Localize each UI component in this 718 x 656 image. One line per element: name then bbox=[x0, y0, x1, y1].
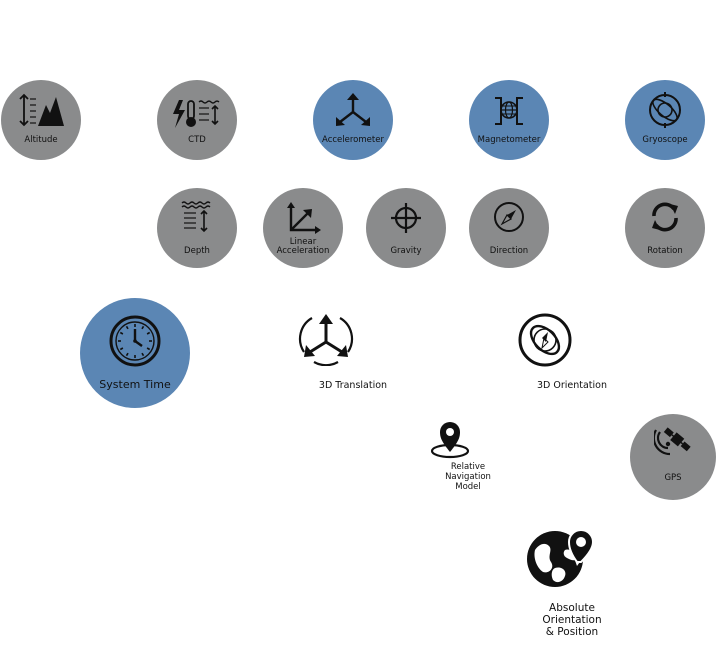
label-linear-acceleration-1: Linear bbox=[289, 237, 317, 247]
node-depth: Depth bbox=[157, 188, 237, 268]
label-accelerometer: Accelerometer bbox=[322, 135, 384, 145]
gyroscope-icon bbox=[649, 92, 681, 128]
label-magnetometer: Magnetometer bbox=[477, 135, 541, 145]
label-gravity: Gravity bbox=[390, 246, 422, 256]
node-direction: Direction bbox=[469, 188, 549, 268]
globe-pin-icon bbox=[527, 529, 595, 587]
node-altitude: Altitude bbox=[1, 80, 81, 160]
label-absolute-2: Orientation bbox=[542, 614, 602, 626]
node-gyroscope: Gryoscope bbox=[625, 80, 705, 160]
node-3d-orientation: 3D Orientation bbox=[517, 312, 627, 394]
label-relative-navigation-1: Relative bbox=[450, 462, 486, 472]
label-absolute-1: Absolute bbox=[549, 602, 595, 614]
label-system-time: System Time bbox=[99, 378, 171, 391]
label-rotation: Rotation bbox=[647, 246, 683, 256]
node-ctd: CTD bbox=[157, 80, 237, 160]
satellite-icon bbox=[654, 427, 691, 456]
rotation-icon bbox=[652, 202, 678, 232]
label-gps: GPS bbox=[664, 473, 682, 483]
translation-3d-icon bbox=[298, 314, 354, 367]
orientation-3d-icon bbox=[518, 313, 572, 367]
accelerometer-icon bbox=[336, 93, 370, 126]
gravity-icon bbox=[391, 203, 421, 233]
node-absolute-orientation-position: Absolute Orientation & Position bbox=[525, 522, 619, 640]
label-3d-translation: 3D Translation bbox=[318, 380, 388, 391]
label-relative-navigation-3: Model bbox=[455, 482, 481, 492]
label-ctd: CTD bbox=[188, 135, 206, 145]
node-gravity: Gravity bbox=[366, 188, 446, 268]
label-linear-acceleration-2: Acceleration bbox=[276, 246, 330, 256]
label-altitude: Altitude bbox=[24, 135, 58, 145]
clock-icon bbox=[109, 315, 161, 367]
depth-icon bbox=[181, 201, 211, 233]
node-relative-navigation-model: Relative Navigation Model bbox=[428, 420, 508, 496]
node-accelerometer: Accelerometer bbox=[313, 80, 393, 160]
node-system-time: System Time bbox=[80, 298, 190, 408]
linear-acceleration-icon bbox=[287, 202, 321, 234]
label-direction: Direction bbox=[489, 246, 529, 256]
node-gps: GPS bbox=[630, 414, 716, 500]
navigation-pin-icon bbox=[430, 422, 470, 459]
node-3d-translation: 3D Translation bbox=[298, 312, 408, 394]
node-magnetometer: Magnetometer bbox=[469, 80, 549, 160]
label-3d-orientation: 3D Orientation bbox=[536, 380, 607, 391]
label-gyroscope: Gryoscope bbox=[642, 135, 688, 145]
altitude-icon bbox=[19, 93, 64, 127]
direction-icon bbox=[494, 202, 524, 232]
label-absolute-3: & Position bbox=[545, 626, 599, 638]
node-rotation: Rotation bbox=[625, 188, 705, 268]
magnetometer-icon bbox=[495, 97, 523, 125]
node-linear-acceleration: Linear Acceleration bbox=[263, 188, 343, 268]
label-relative-navigation-2: Navigation bbox=[445, 472, 491, 482]
ctd-icon bbox=[173, 100, 220, 128]
label-depth: Depth bbox=[184, 246, 210, 256]
